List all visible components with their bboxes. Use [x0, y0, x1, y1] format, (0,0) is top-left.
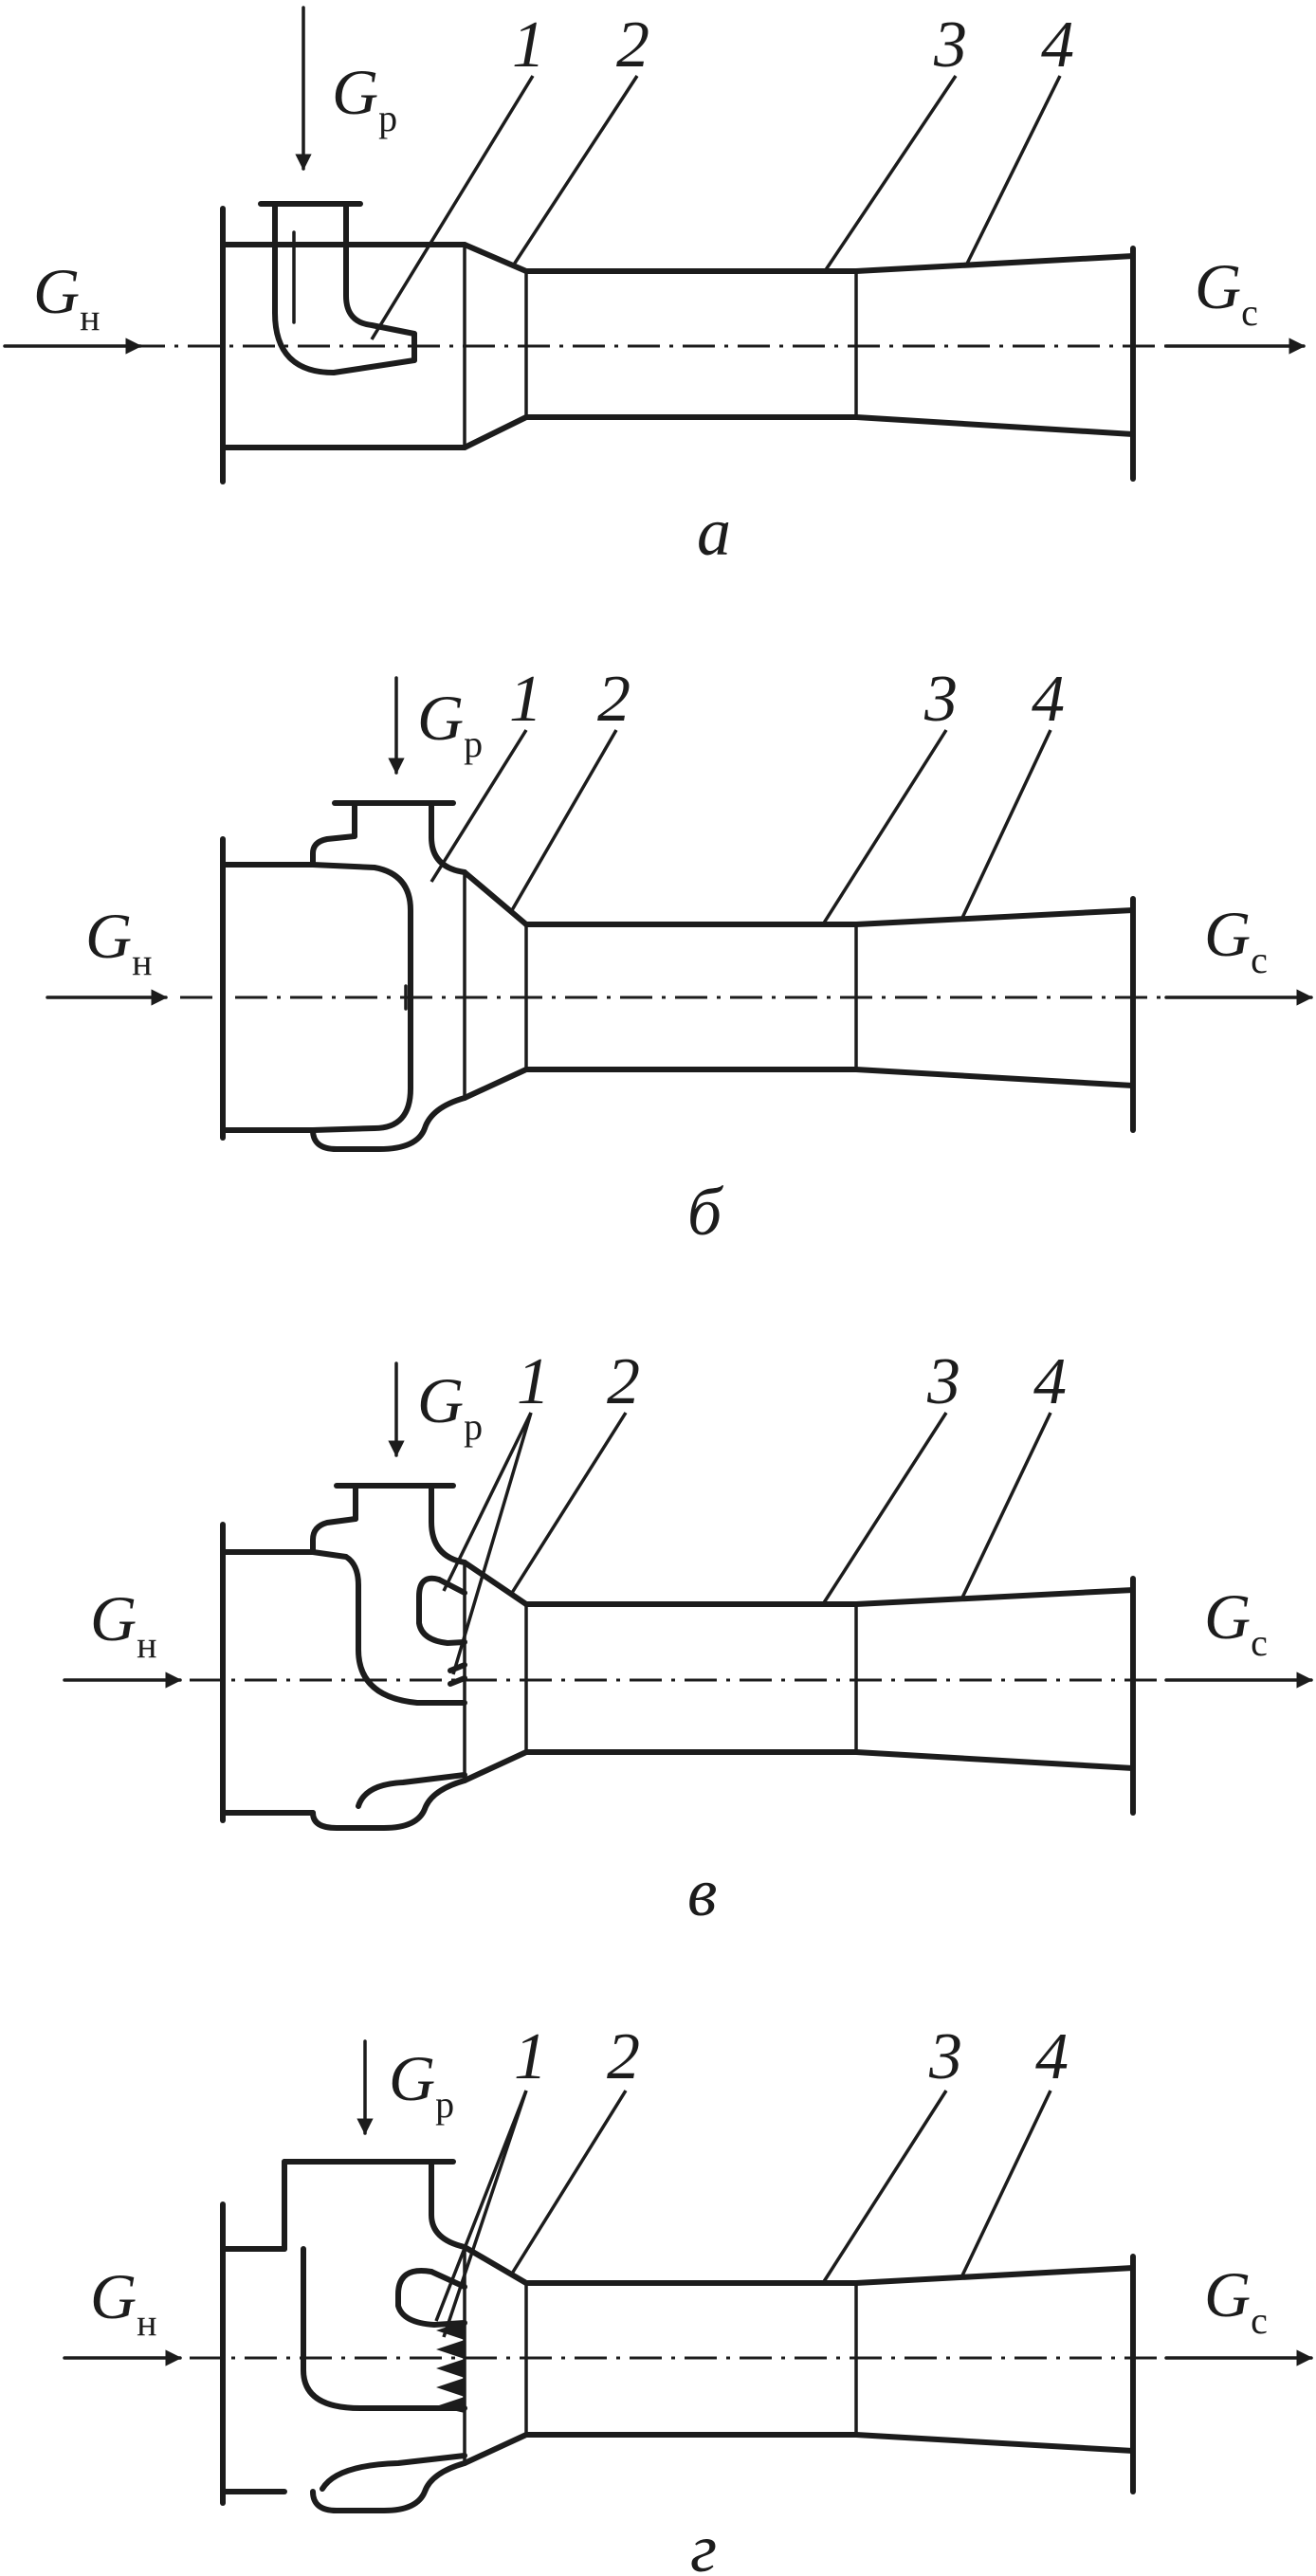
caption-c: в [687, 1854, 717, 1930]
flow-path [462, 869, 1136, 1133]
label-driving-flow: Gр [417, 682, 483, 765]
flow-path [462, 1560, 1136, 1816]
receiving-chamber [220, 1522, 316, 1823]
callout-1: 1 [512, 9, 545, 82]
label-injected-flow: Gн [90, 2260, 157, 2344]
leader-3 [821, 729, 948, 925]
callout-3: 3 [923, 663, 958, 736]
label-mixed-flow: Gс [1195, 250, 1258, 334]
callout-2: 2 [607, 1345, 640, 1418]
label-mixed-flow: Gс [1204, 1580, 1268, 1664]
callout-3: 3 [933, 9, 967, 82]
variant-c [63, 1361, 1313, 1831]
callout-4: 4 [1032, 663, 1065, 736]
leader-1a [442, 1412, 533, 1592]
label-mixed-flow: Gс [1204, 2258, 1268, 2342]
leader-4 [960, 2090, 1052, 2276]
leader-3 [821, 2090, 948, 2284]
label-driving-flow: Gр [417, 1364, 483, 1448]
leader-4 [965, 75, 1062, 265]
leader-2 [510, 729, 618, 911]
variant-a [3, 6, 1306, 484]
leader-4 [960, 1412, 1052, 1599]
callout-3: 3 [926, 1345, 960, 1418]
caption-d: г [690, 2511, 717, 2576]
flow-path [462, 242, 1136, 482]
leader-2 [510, 75, 639, 268]
label-injected-flow: Gн [33, 255, 101, 338]
label-injected-flow: Gн [85, 900, 153, 983]
label-injected-flow: Gн [90, 1582, 157, 1666]
leader-1 [370, 75, 535, 340]
callout-4: 4 [1041, 9, 1074, 82]
label-mixed-flow: Gс [1204, 898, 1268, 981]
callout-1: 1 [517, 1345, 550, 1418]
caption-b: б [687, 1174, 724, 1250]
leader-3 [823, 75, 958, 272]
receiving-chamber [220, 2159, 287, 2506]
callout-1: 1 [509, 663, 542, 736]
callout-2: 2 [597, 663, 631, 736]
variant-b [46, 676, 1313, 1152]
driving-nozzle [258, 201, 417, 375]
callout-2: 2 [616, 9, 649, 82]
caption-a: а [697, 494, 731, 570]
multi-nozzle [282, 2159, 467, 2513]
callout-4: 4 [1033, 1345, 1067, 1418]
variant-d [63, 2039, 1313, 2513]
label-driving-flow: Gр [332, 56, 397, 139]
flow-path [462, 2244, 1136, 2494]
leader-1a [434, 2090, 528, 2322]
callout-1: 1 [514, 2020, 547, 2093]
leader-1 [430, 729, 528, 883]
internal-nozzle [310, 1483, 467, 1831]
leader-1b [442, 2090, 528, 2338]
leader-1b [451, 1412, 533, 1675]
callout-2: 2 [607, 2020, 640, 2093]
label-driving-flow: Gр [389, 2042, 454, 2126]
callout-4: 4 [1035, 2020, 1069, 2093]
leader-2 [510, 1412, 628, 1594]
callout-3: 3 [928, 2020, 962, 2093]
receiving-chamber [220, 836, 316, 1141]
leader-3 [821, 1412, 948, 1605]
leader-4 [960, 729, 1052, 919]
leader-2 [510, 2090, 628, 2275]
annular-nozzle [310, 800, 467, 1152]
nozzle-teeth [436, 2321, 465, 2413]
